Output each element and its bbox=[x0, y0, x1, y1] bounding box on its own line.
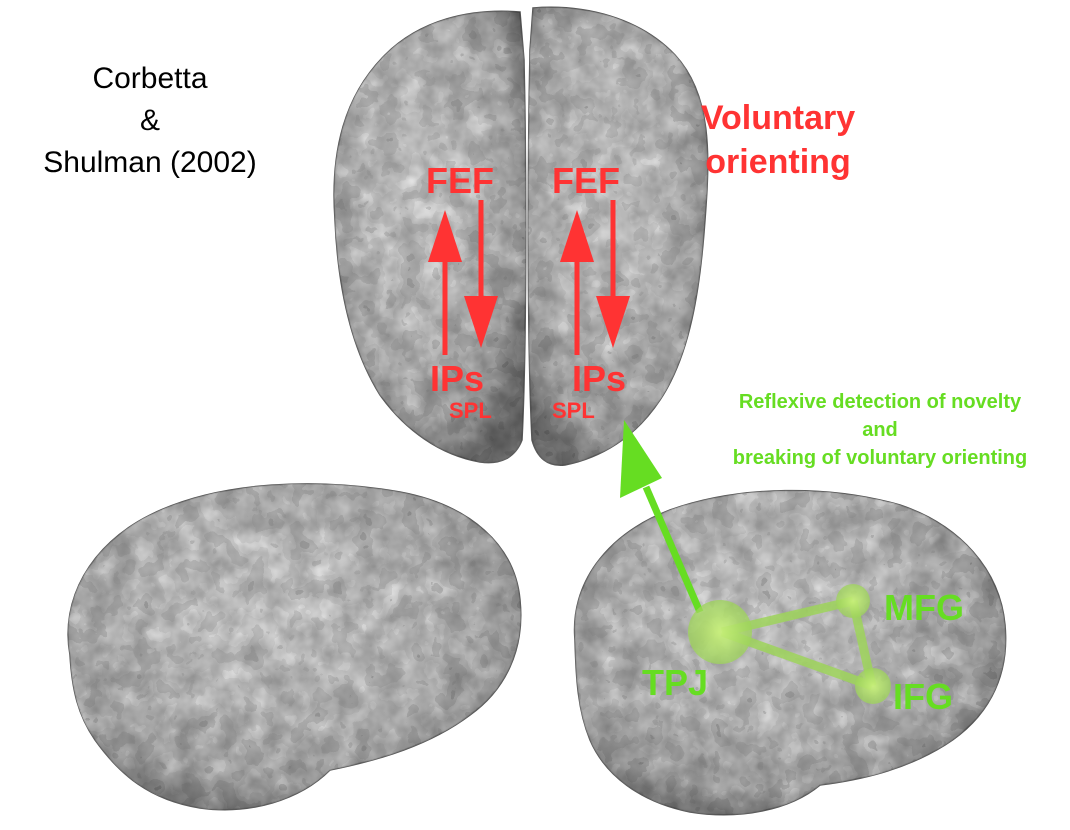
ips-left-label: IPs bbox=[430, 358, 484, 400]
fef-right-label: FEF bbox=[552, 160, 620, 202]
fef-left-label: FEF bbox=[426, 160, 494, 202]
citation-authors-year: Shulman (2002) bbox=[0, 142, 300, 184]
voluntary-orienting-label: Voluntary orienting bbox=[688, 96, 868, 184]
citation-authors: Corbetta bbox=[0, 58, 300, 100]
mfg-node bbox=[836, 584, 870, 618]
tpj-label: TPJ bbox=[642, 662, 708, 704]
ifg-label: IFG bbox=[893, 676, 953, 718]
spl-left-label: SPL bbox=[449, 398, 492, 424]
reflexive-detection-label: Reflexive detection of novelty and break… bbox=[690, 388, 1070, 472]
spl-right-label: SPL bbox=[552, 398, 595, 424]
tpj-node bbox=[688, 600, 752, 664]
citation: Corbetta & Shulman (2002) bbox=[0, 58, 300, 184]
citation-ampersand: & bbox=[0, 100, 300, 142]
reflexive-line1: Reflexive detection of novelty bbox=[690, 388, 1070, 416]
brain-lateral-left bbox=[68, 484, 521, 810]
ips-right-label: IPs bbox=[572, 358, 626, 400]
voluntary-line1: Voluntary bbox=[688, 96, 868, 140]
voluntary-line2: orienting bbox=[688, 140, 868, 184]
ifg-node bbox=[855, 668, 891, 704]
mfg-label: MFG bbox=[884, 587, 964, 629]
reflexive-line2: and bbox=[690, 416, 1070, 444]
reflexive-line3: breaking of voluntary orienting bbox=[690, 444, 1070, 472]
